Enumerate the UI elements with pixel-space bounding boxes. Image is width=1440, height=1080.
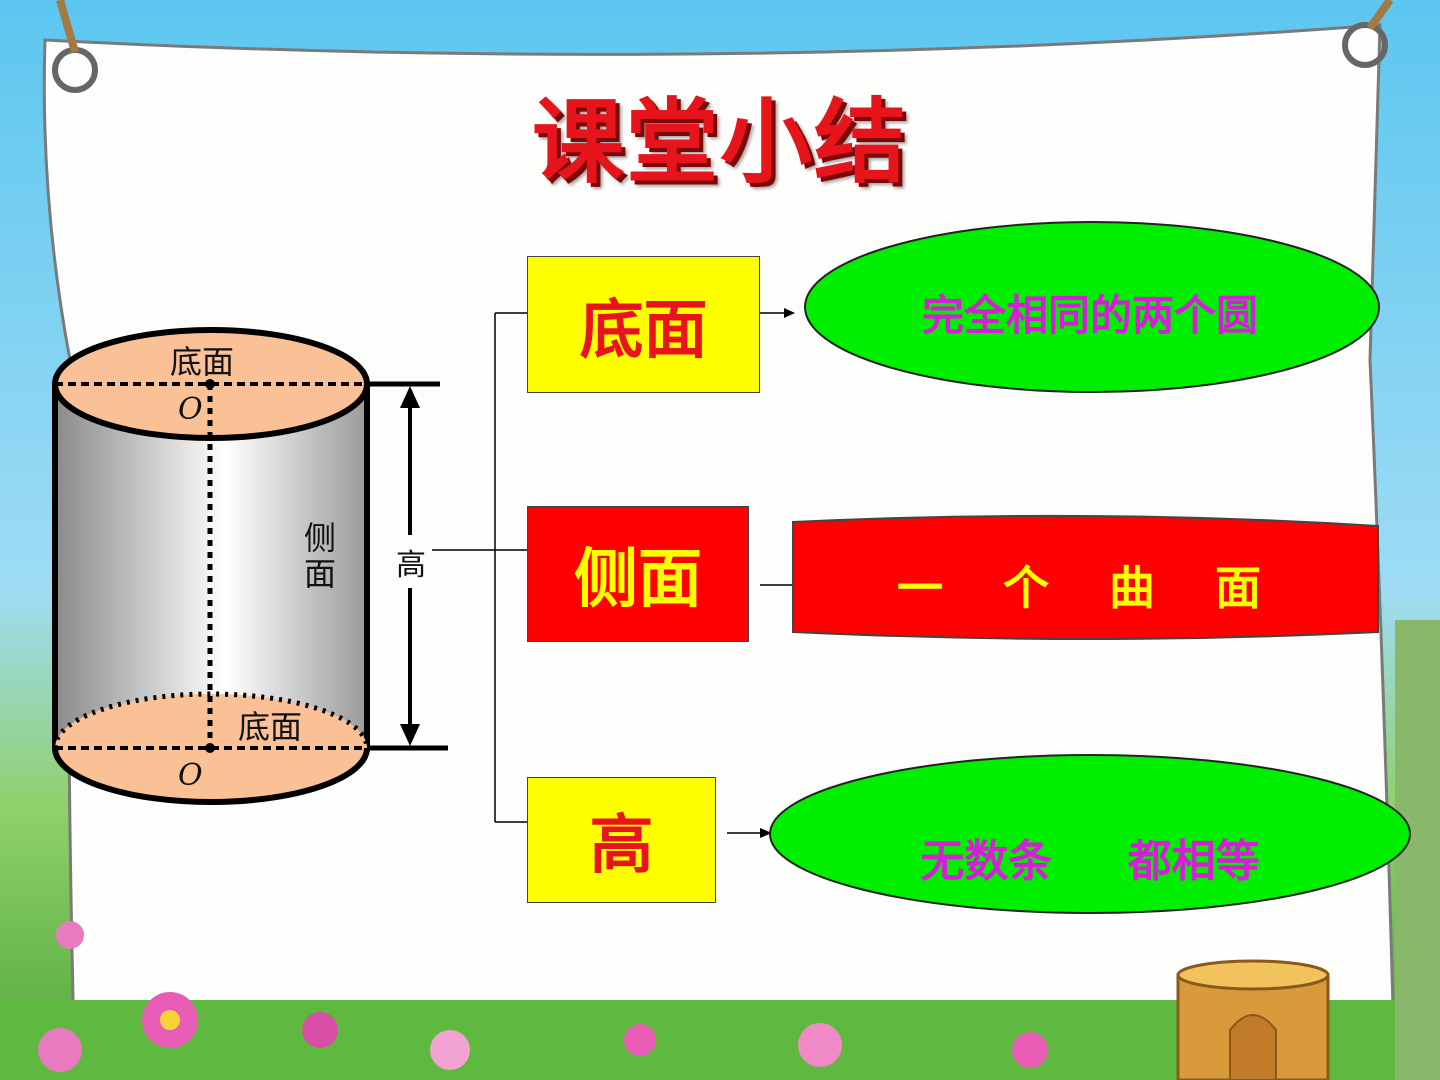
cylinder-diagram	[52, 327, 448, 805]
term-box-height: 高	[527, 777, 716, 903]
height-arrow-down-icon	[400, 724, 420, 746]
label-height: 高	[396, 548, 426, 583]
label-bottom-base: 底面	[238, 708, 303, 746]
slide-title: 课堂小结	[531, 89, 908, 196]
label-center-top: O	[178, 392, 203, 427]
label-top-base: 底面	[170, 343, 235, 381]
label-center-bottom: O	[178, 758, 203, 793]
wave-banner-side	[792, 514, 1379, 640]
description-side: 一 个 曲 面	[896, 561, 1284, 615]
label-side: 侧面	[303, 519, 336, 593]
connector-lines	[432, 312, 800, 834]
tree-stump-icon	[1176, 959, 1330, 1080]
left-rope	[56, 0, 79, 54]
ellipse-height	[769, 754, 1411, 914]
arrow-base-icon	[784, 308, 795, 318]
description-base: 完全相同的两个圆	[921, 291, 1258, 340]
height-arrow-up-icon	[400, 386, 420, 408]
description-height: 无数条 都相等	[920, 836, 1260, 887]
term-box-base: 底面	[527, 256, 760, 393]
right-ring-icon	[1342, 22, 1388, 68]
arrow-height-icon	[760, 828, 772, 838]
ellipse-base	[804, 221, 1380, 393]
term-box-side: 侧面	[527, 506, 749, 642]
right-rope	[1366, 0, 1394, 31]
